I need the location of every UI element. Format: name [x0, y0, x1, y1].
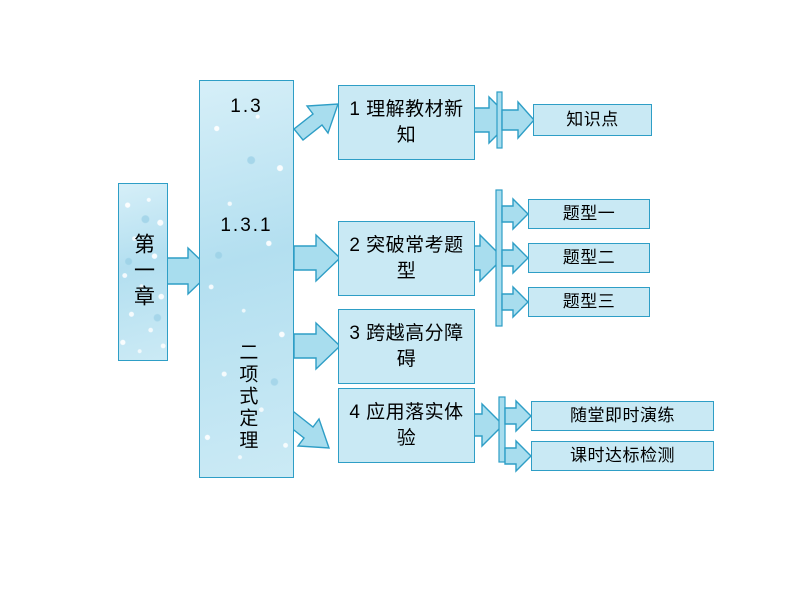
- arrow-bracket2-to-type3: [501, 285, 529, 319]
- leaf-practice: 随堂即时演练: [531, 401, 714, 431]
- leaf-type-3: 题型三: [528, 287, 650, 317]
- section-code-1: 1.3: [230, 96, 263, 117]
- leaf-label-type-3: 题型三: [562, 292, 616, 312]
- leaf-label-assessment: 课时达标检测: [570, 446, 675, 466]
- step-block-2: 2 突破常考题型: [338, 221, 475, 296]
- arrow-step1-to-knowledge: [473, 95, 513, 145]
- step-label-1: 1 理解教材新知: [349, 98, 464, 146]
- step-label-4: 4 应用落实体验: [349, 401, 464, 449]
- step-block-3: 3 跨越高分障碍: [338, 309, 475, 384]
- arrow-bracket1-to-leaf: [501, 100, 535, 140]
- leaf-type-1: 题型一: [528, 199, 650, 229]
- arrow-section-to-step2: [293, 233, 342, 283]
- step-block-1: 1 理解教材新知: [338, 85, 475, 160]
- leaf-label-practice: 随堂即时演练: [570, 406, 675, 426]
- leaf-assessment: 课时达标检测: [531, 441, 714, 471]
- leaf-label-type-2: 题型二: [562, 248, 616, 268]
- step-label-3: 3 跨越高分障碍: [349, 322, 464, 370]
- section-code-2: 1.3.1: [220, 215, 273, 236]
- chapter-block: 第一章: [118, 183, 168, 361]
- step-block-4: 4 应用落实体验: [338, 388, 475, 463]
- chapter-label: 第一章: [131, 233, 155, 311]
- bracket-step4: [498, 396, 506, 463]
- section-block: 1.3 1.3.1 二项式定理: [199, 80, 294, 478]
- step-label-2: 2 突破常考题型: [349, 234, 464, 282]
- bracket-step2: [495, 189, 503, 327]
- arrow-step2-to-types: [473, 233, 504, 283]
- arrow-bracket4-to-leaf2: [504, 439, 532, 473]
- bracket-step1: [496, 91, 503, 149]
- arrow-step4-to-practice: [473, 402, 504, 448]
- leaf-type-2: 题型二: [528, 243, 650, 273]
- arrow-section-to-step1: [293, 103, 340, 141]
- arrow-bracket2-to-type1: [501, 197, 529, 231]
- arrow-bracket2-to-type2: [501, 241, 529, 275]
- leaf-knowledge-point: 知识点: [533, 104, 652, 136]
- section-inner: 1.3 1.3.1 二项式定理: [220, 81, 272, 477]
- arrow-section-to-step3: [293, 321, 342, 371]
- section-title: 二项式定理: [236, 342, 258, 452]
- arrow-bracket4-to-leaf1: [504, 399, 532, 433]
- leaf-label-type-1: 题型一: [562, 204, 616, 224]
- leaf-label-knowledge: 知识点: [566, 110, 619, 130]
